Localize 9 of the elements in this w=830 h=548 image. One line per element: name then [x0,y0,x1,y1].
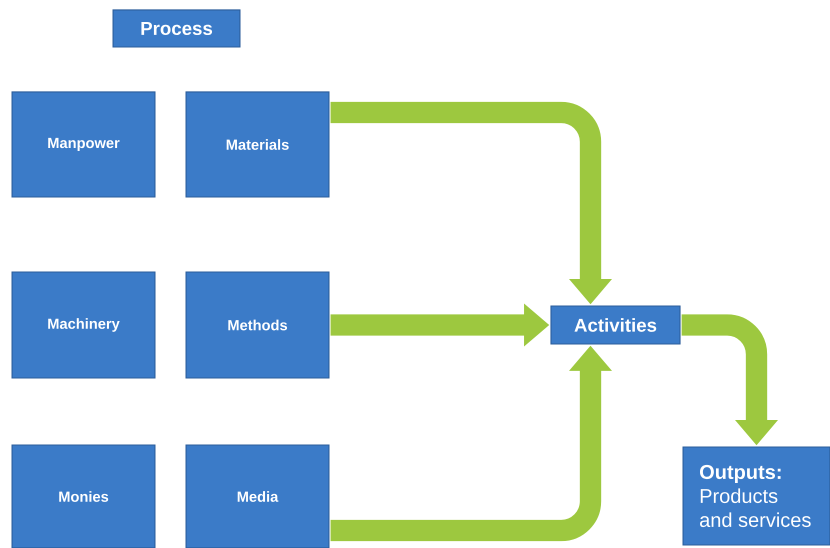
process-box: Materials [186,91,330,198]
process-box: Manpower [12,91,156,198]
process-box: Methods [186,271,330,379]
process-box: Machinery [12,271,156,379]
process-box: Media [186,444,330,548]
process-box: Outputs: Products and services [682,446,830,546]
process-box: Activities [550,305,681,345]
process-box: Monies [12,444,156,548]
process-box: Process [112,9,240,48]
